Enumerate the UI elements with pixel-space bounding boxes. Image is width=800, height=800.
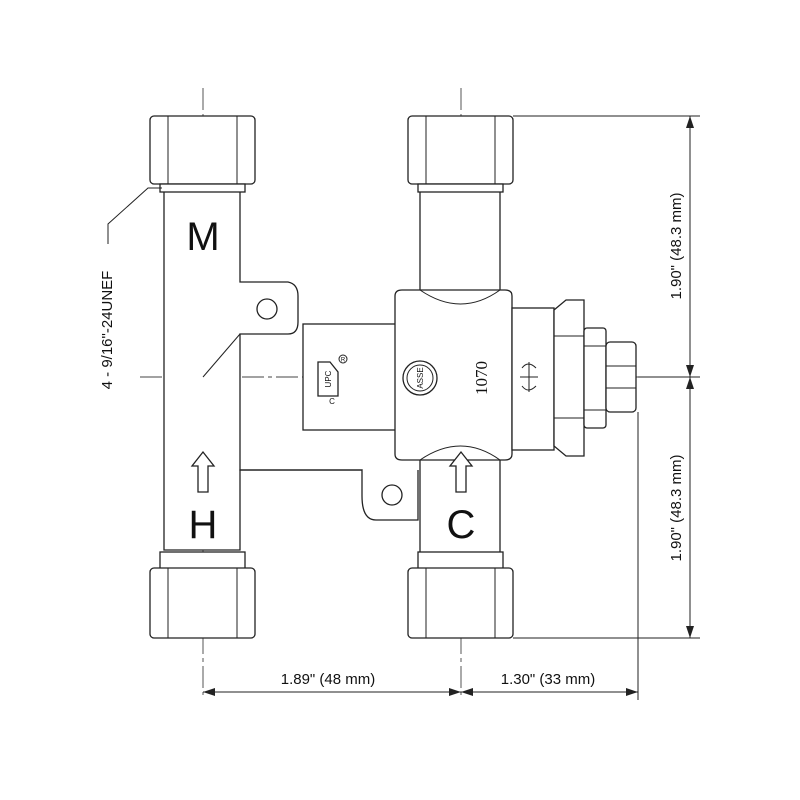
upc-shield	[317, 361, 339, 397]
upc-logo-icon: UPC C R	[317, 354, 348, 406]
nut-collar	[159, 183, 246, 193]
hex-nut-icon	[553, 299, 585, 457]
mount-hole-bottom	[381, 484, 403, 506]
nut-collar	[159, 551, 246, 571]
port-label-c: C	[447, 503, 476, 547]
body-top-curve	[419, 289, 501, 305]
height-lower-label: 1.90" (48.3 mm)	[668, 454, 685, 561]
valve-body	[394, 289, 555, 461]
width-left-label: 1.89" (48 mm)	[281, 671, 376, 688]
left-pipe	[163, 186, 299, 551]
body-bottom-curve	[419, 445, 501, 461]
registered-mark: R	[341, 358, 346, 364]
dimension-arrow	[461, 688, 473, 696]
height-upper-label: 1.90" (48.3 mm)	[668, 192, 685, 299]
model-number: 1070	[472, 361, 491, 395]
dimension-arrow	[686, 626, 694, 638]
connector-body	[302, 323, 400, 431]
hex-nut-icon	[149, 115, 256, 185]
bottom-left-nut	[149, 551, 256, 639]
flow-arrow-icon	[448, 450, 474, 493]
port-label-m: M	[186, 215, 219, 259]
right-pipe-top	[419, 189, 501, 301]
lock-nut	[583, 327, 607, 429]
left-tee-edge	[202, 333, 241, 378]
adjust-cap	[605, 341, 637, 413]
width-right-label: 1.30" (33 mm)	[501, 671, 596, 688]
dimension-arrow	[626, 688, 638, 696]
hex-nut-icon	[407, 115, 514, 185]
adjust-stem	[553, 299, 637, 457]
dimension-arrow	[449, 688, 461, 696]
center-connector	[239, 323, 419, 521]
top-right-nut	[407, 115, 514, 193]
hex-nut-icon	[407, 567, 514, 639]
nut-collar	[417, 551, 504, 571]
horizontal-dimension: 1.89" (48 mm) 1.30" (33 mm)	[203, 412, 639, 700]
thread-callout-text: 4 - 9/16"-24UNEF	[99, 271, 116, 390]
left-pipe-body	[163, 186, 299, 551]
flow-arrow-icon	[190, 450, 216, 493]
bonnet	[511, 307, 555, 451]
dimension-arrow	[203, 688, 215, 696]
valve-body-shell	[394, 289, 513, 461]
bottom-right-nut	[407, 551, 514, 639]
upc-c-mark: C	[329, 397, 335, 406]
dimension-arrow	[686, 377, 694, 389]
thread-callout-leader	[107, 187, 162, 244]
top-left-nut	[149, 115, 256, 193]
port-label-h: H	[189, 503, 218, 547]
vertical-dimension: 1.90" (48.3 mm) 1.90" (48.3 mm)	[513, 115, 700, 639]
dimension-arrow	[686, 116, 694, 128]
nut-collar	[417, 183, 504, 193]
dimension-arrow	[686, 365, 694, 377]
asse-logo-inner-ring	[406, 364, 434, 392]
lower-bridge	[240, 469, 419, 521]
mount-hole-top	[256, 298, 278, 320]
asse-logo-text: ASSE	[416, 367, 425, 388]
csa-logo-shape	[520, 362, 538, 392]
asse-logo-icon: ASSE	[402, 360, 438, 396]
registered-mark-ring	[338, 354, 348, 364]
csa-logo-icon	[520, 362, 538, 392]
hex-nut-icon	[149, 567, 256, 639]
asse-logo-ring	[402, 360, 438, 396]
upc-logo-text: UPC	[324, 370, 333, 387]
